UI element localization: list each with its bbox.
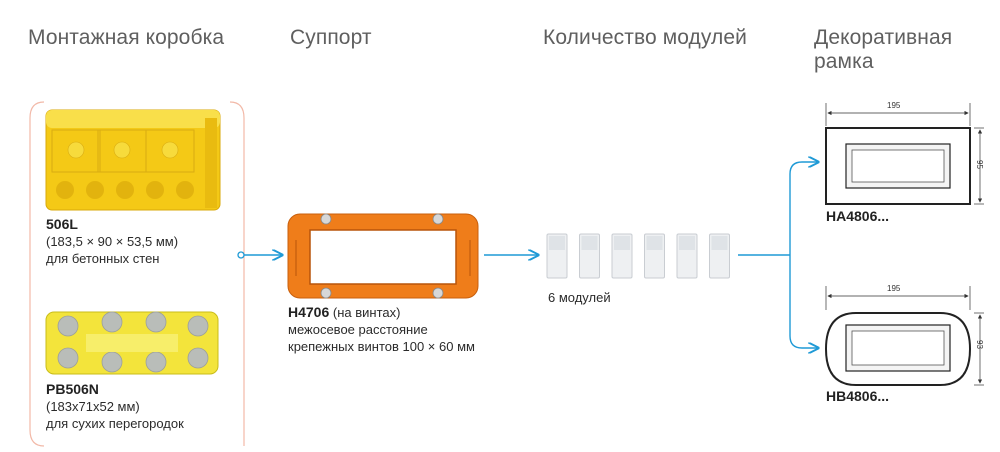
box2-caption: PB506N (183x71x52 мм) для сухих перегоро… [46,381,184,432]
frame1-code: HA4806... [826,208,890,224]
module-block [709,233,730,279]
frame2-code: HB4806... [826,388,890,404]
header-mounting-box: Монтажная коробка [28,26,225,49]
box-group-bracket [29,101,245,447]
frame-ha4806-image [825,103,984,205]
mounting-box-506l-image [45,109,221,211]
support-line3: крепежных винтов 100 × 60 мм [288,339,475,354]
box1-caption: 506L (183,5 × 90 × 53,5 мм) для бетонных… [46,216,178,267]
module-block [611,233,633,279]
module-block [546,233,568,279]
arrow-branch-up [789,162,818,255]
box2-dims: (183x71x52 мм) [46,399,140,414]
support-code-note: (на винтах) [329,305,401,320]
header-frame-line1: Декоративная [814,26,953,49]
support-caption: H4706 (на винтах) межосевое расстояние к… [288,304,475,355]
arrow-start-dot [237,251,245,259]
support-line2: межосевое расстояние [288,322,428,337]
box1-use: для бетонных стен [46,251,160,266]
support-h4706-image [287,213,479,299]
box2-use: для сухих перегородок [46,416,184,431]
mounting-box-pb506n-image [45,311,219,375]
header-frame: Декоративная рамка [814,26,952,74]
header-modules: Количество модулей [543,26,748,49]
box2-code: PB506N [46,381,99,397]
header-support: Суппорт [290,26,372,49]
arrow-branch-down [789,255,818,348]
header-frame-line2: рамка [814,50,874,73]
modules-image [546,233,730,279]
support-code: H4706 [288,304,330,320]
module-block [676,233,698,279]
modules-count-label: 6 модулей [548,290,611,305]
module-block [579,233,600,279]
frame-hb4806-image [824,286,984,386]
module-block [644,233,665,279]
box1-dims: (183,5 × 90 × 53,5 мм) [46,234,179,249]
frame2-height-label: 93 [975,340,984,349]
frame1-height-label: 95 [975,160,984,169]
frame1-width-label: 195 [887,101,901,110]
frame2-width-label: 195 [887,284,901,293]
box1-code: 506L [46,216,78,232]
